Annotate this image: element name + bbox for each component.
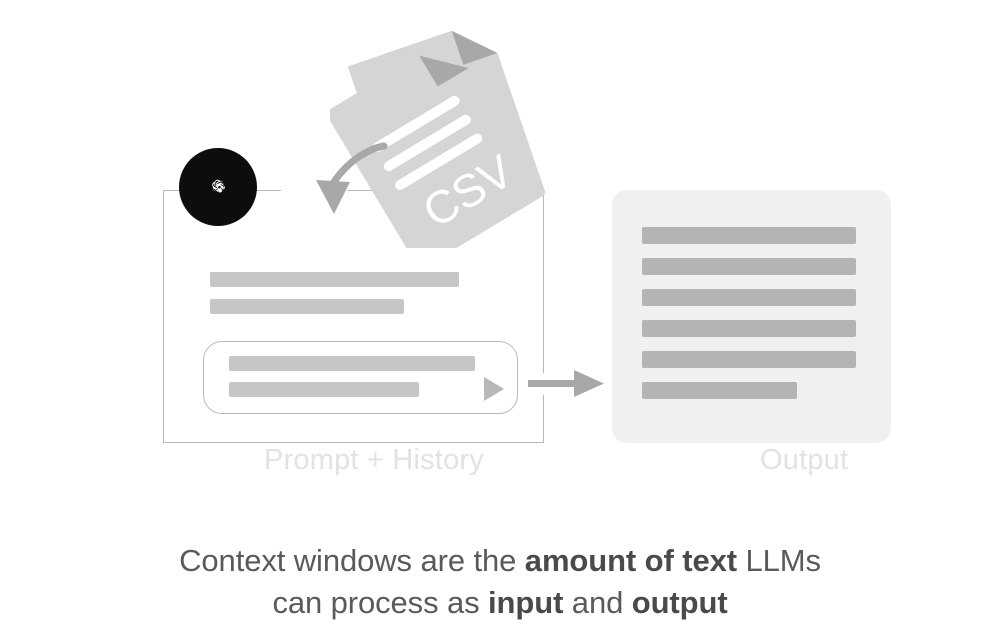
openai-logo-icon — [179, 148, 257, 226]
context-window-panel — [163, 190, 544, 443]
output-panel-label: Output — [760, 444, 849, 476]
prompt-input-box[interactable] — [203, 341, 518, 414]
prompt-text-line — [229, 382, 419, 397]
output-text-line — [642, 382, 797, 399]
output-text-line — [642, 320, 856, 337]
context-text-line — [210, 272, 459, 287]
curved-arrow-down-left-icon — [296, 136, 392, 222]
caption-text: and — [563, 585, 632, 620]
caption-text: LLMs — [736, 543, 821, 578]
prompt-text-line — [229, 356, 475, 371]
caption-bold-text: output — [631, 585, 728, 620]
caption-text: Context windows are the — [179, 543, 525, 578]
csv-document-stack-icon: CSV — [324, 8, 570, 271]
arrow-right-icon — [528, 366, 612, 402]
output-text-line — [642, 289, 856, 306]
context-panel-label: Prompt + History — [264, 444, 484, 476]
caption-bold-text: input — [488, 585, 564, 620]
caption-bold-text: amount of text — [524, 543, 737, 578]
output-text-line — [642, 351, 856, 368]
output-text-line — [642, 227, 856, 244]
caption-line-1: Context windows are the amount of text L… — [0, 540, 1000, 582]
send-triangle-icon[interactable] — [484, 377, 504, 401]
caption: Context windows are the amount of text L… — [0, 540, 1000, 624]
output-text-line — [642, 258, 856, 275]
caption-line-2: can process as input and output — [0, 582, 1000, 624]
caption-text: can process as — [272, 585, 489, 620]
context-text-line — [210, 299, 404, 314]
